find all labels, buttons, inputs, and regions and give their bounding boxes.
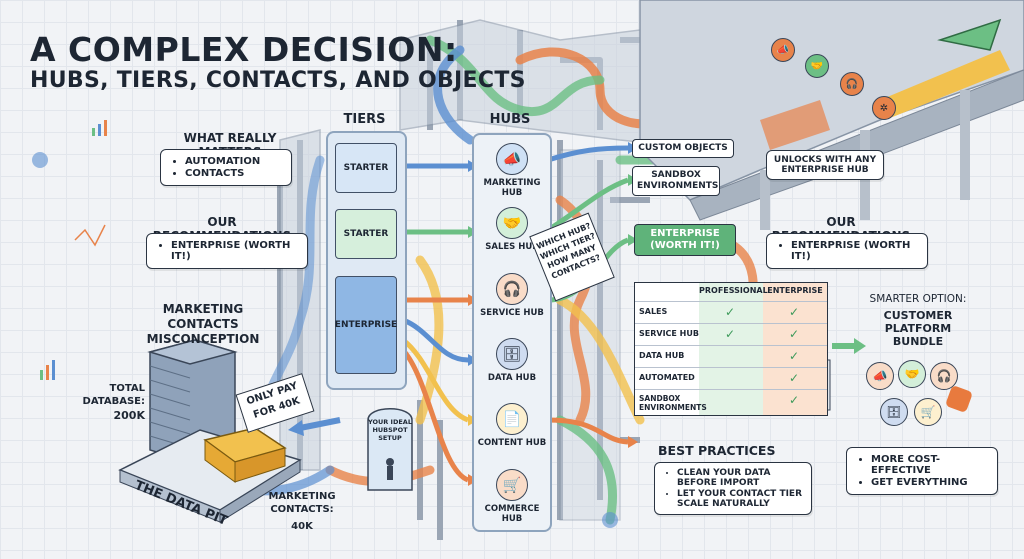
benefit-item: MORE COST-EFFECTIVE [871, 454, 987, 476]
hub-label: CONTENT HUB [477, 438, 547, 448]
benefit-item: GET EVERYTHING [871, 477, 987, 488]
row-label: DATA HUB [639, 351, 685, 360]
page-subtitle: HUBS, TIERS, CONTACTS, AND OBJECTS [30, 68, 526, 93]
page-title: A COMPLEX DECISION: [30, 30, 458, 69]
sandbox-box: SANDBOX ENVIRONMENTS [632, 166, 720, 196]
comparison-table: PROFESSIONAL ENTERPRISE SALES ✓ ✓ SERVIC… [634, 282, 828, 416]
data-pit-platform [118, 427, 302, 523]
table-row: SANDBOX ENVIRONMENTS ✓ [635, 389, 827, 416]
pit-arrow [299, 417, 341, 431]
enterprise-worth-it-box: ENTERPRISE (WORTH IT!) [634, 224, 736, 256]
professional-column [699, 283, 763, 415]
what-matters-bubble: AUTOMATION CONTACTS [160, 149, 292, 186]
bundle-icons: 📣 🤝 🎧 🗄 🛒 [862, 360, 974, 430]
bundle-title: CUSTOMER PLATFORM BUNDLE [864, 309, 972, 348]
megaphone-icon: 📣 [496, 143, 528, 175]
decorative-chart-icons [32, 120, 618, 528]
check-icon: ✓ [789, 327, 800, 341]
tier-starter-1[interactable]: STARTER [335, 143, 397, 193]
row-label: AUTOMATED [639, 373, 695, 382]
row-label: SERVICE HUB [639, 329, 699, 338]
tier-enterprise[interactable]: ENTERPRISE [335, 276, 397, 374]
hub-label: SALES HUB [485, 242, 539, 252]
tiers-panel: STARTER STARTER ENTERPRISE [326, 131, 407, 390]
best-practice-item: CLEAN YOUR DATA BEFORE IMPORT [677, 468, 803, 488]
marketing-contacts-label: MARKETING CONTACTS: [268, 491, 336, 515]
misconception-heading: MARKETING CONTACTS MISCONCEPTION [128, 302, 278, 347]
ideal-setup-label: YOUR IDEAL HUBSPOT SETUP [360, 418, 420, 442]
check-icon: ✓ [789, 393, 800, 407]
bundle-line: CUSTOMER [883, 309, 953, 322]
misconception-line1: MARKETING CONTACTS [162, 302, 244, 331]
best-practices-bubble: CLEAN YOUR DATA BEFORE IMPORT LET YOUR C… [654, 462, 812, 515]
highway [639, 0, 1024, 230]
recommendations-bubble-right: ENTERPRISE (WORTH IT!) [766, 233, 928, 269]
headset-icon: 🎧 [496, 273, 528, 305]
tier-arrows [401, 163, 470, 483]
col-enterprise: ENTERPRISE [767, 286, 823, 295]
best-practice-item: LET YOUR CONTACT TIER SCALE NATURALLY [677, 489, 803, 509]
hub-data[interactable]: 🗄 DATA HUB [474, 338, 550, 383]
row-label: SALES [639, 307, 668, 316]
hub-label: MARKETING HUB [483, 178, 541, 198]
bundle-line: PLATFORM [884, 322, 952, 335]
hub-label: COMMERCE HUB [484, 504, 540, 524]
bundle-benefits: MORE COST-EFFECTIVE GET EVERYTHING [846, 447, 998, 495]
enterprise-column [763, 283, 827, 415]
hubs-panel: 📣 MARKETING HUB 🤝 SALES HUB 🎧 SERVICE HU… [472, 133, 552, 532]
hub-service[interactable]: 🎧 SERVICE HUB [474, 273, 550, 318]
megaphone-icon: 📣 [771, 38, 795, 62]
best-practices-heading: BEST PRACTICES [658, 443, 776, 458]
table-row: DATA HUB ✓ [635, 345, 827, 367]
hub-commerce[interactable]: 🛒 COMMERCE HUB [474, 469, 550, 524]
ideal-setup-line2: HUBSPOT SETUP [372, 426, 408, 442]
megaphone-icon: 📣 [866, 362, 894, 390]
total-database-label: TOTAL DATABASE: [82, 383, 145, 407]
custom-objects-box: CUSTOM OBJECTS [632, 139, 734, 158]
recommendations-bubble-left: ENTERPRISE (WORTH IT!) [146, 233, 308, 269]
hubspot-icon: ✲ [872, 96, 896, 120]
handshake-icon: 🤝 [496, 207, 528, 239]
doorway [367, 408, 413, 491]
what-matters-item: AUTOMATION [185, 156, 281, 167]
handshake-icon: 🤝 [898, 360, 926, 388]
hub-content[interactable]: 📄 CONTENT HUB [474, 403, 550, 448]
recommendation-item: ENTERPRISE (WORTH IT!) [171, 240, 297, 262]
table-row: AUTOMATED ✓ [635, 367, 827, 389]
hub-marketing[interactable]: 📣 MARKETING HUB [474, 143, 550, 198]
tier-starter-2[interactable]: STARTER [335, 209, 397, 259]
row-label: SANDBOX ENVIRONMENTS [639, 394, 707, 412]
document-icon: 📄 [496, 403, 528, 435]
hubs-heading: HUBS [489, 112, 531, 127]
smarter-option-label: SMARTER OPTION: [869, 293, 967, 305]
table-row: SALES ✓ ✓ [635, 301, 827, 323]
bundle-line: BUNDLE [892, 335, 944, 348]
cart-icon: 🛒 [914, 398, 942, 426]
check-icon: ✓ [789, 305, 800, 319]
check-icon: ✓ [789, 349, 800, 363]
check-icon: ✓ [725, 305, 736, 319]
misconception-line2: MISCONCEPTION [146, 332, 260, 346]
handshake-icon: 🤝 [805, 54, 829, 78]
table-row: SERVICE HUB ✓ ✓ [635, 323, 827, 345]
database-icon: 🗄 [880, 398, 908, 426]
col-professional: PROFESSIONAL [699, 286, 768, 295]
headset-icon: 🎧 [840, 72, 864, 96]
check-icon: ✓ [789, 371, 800, 385]
unlocks-bubble: UNLOCKS WITH ANY ENTERPRISE HUB [766, 150, 884, 180]
recommendation-item: ENTERPRISE (WORTH IT!) [791, 240, 917, 262]
cart-icon: 🛒 [496, 469, 528, 501]
check-icon: ✓ [725, 327, 736, 341]
what-matters-item: CONTACTS [185, 168, 281, 179]
hub-label: SERVICE HUB [480, 308, 544, 318]
hub-sales[interactable]: 🤝 SALES HUB [474, 207, 550, 252]
marketing-contacts-value: 40K [291, 521, 313, 532]
tag-icon [944, 384, 974, 414]
database-icon: 🗄 [496, 338, 528, 370]
ideal-setup-line1: YOUR IDEAL [368, 418, 412, 426]
tiers-heading: TIERS [343, 112, 386, 127]
hub-label: DATA HUB [487, 373, 537, 383]
total-database-value: 200K [113, 409, 146, 422]
